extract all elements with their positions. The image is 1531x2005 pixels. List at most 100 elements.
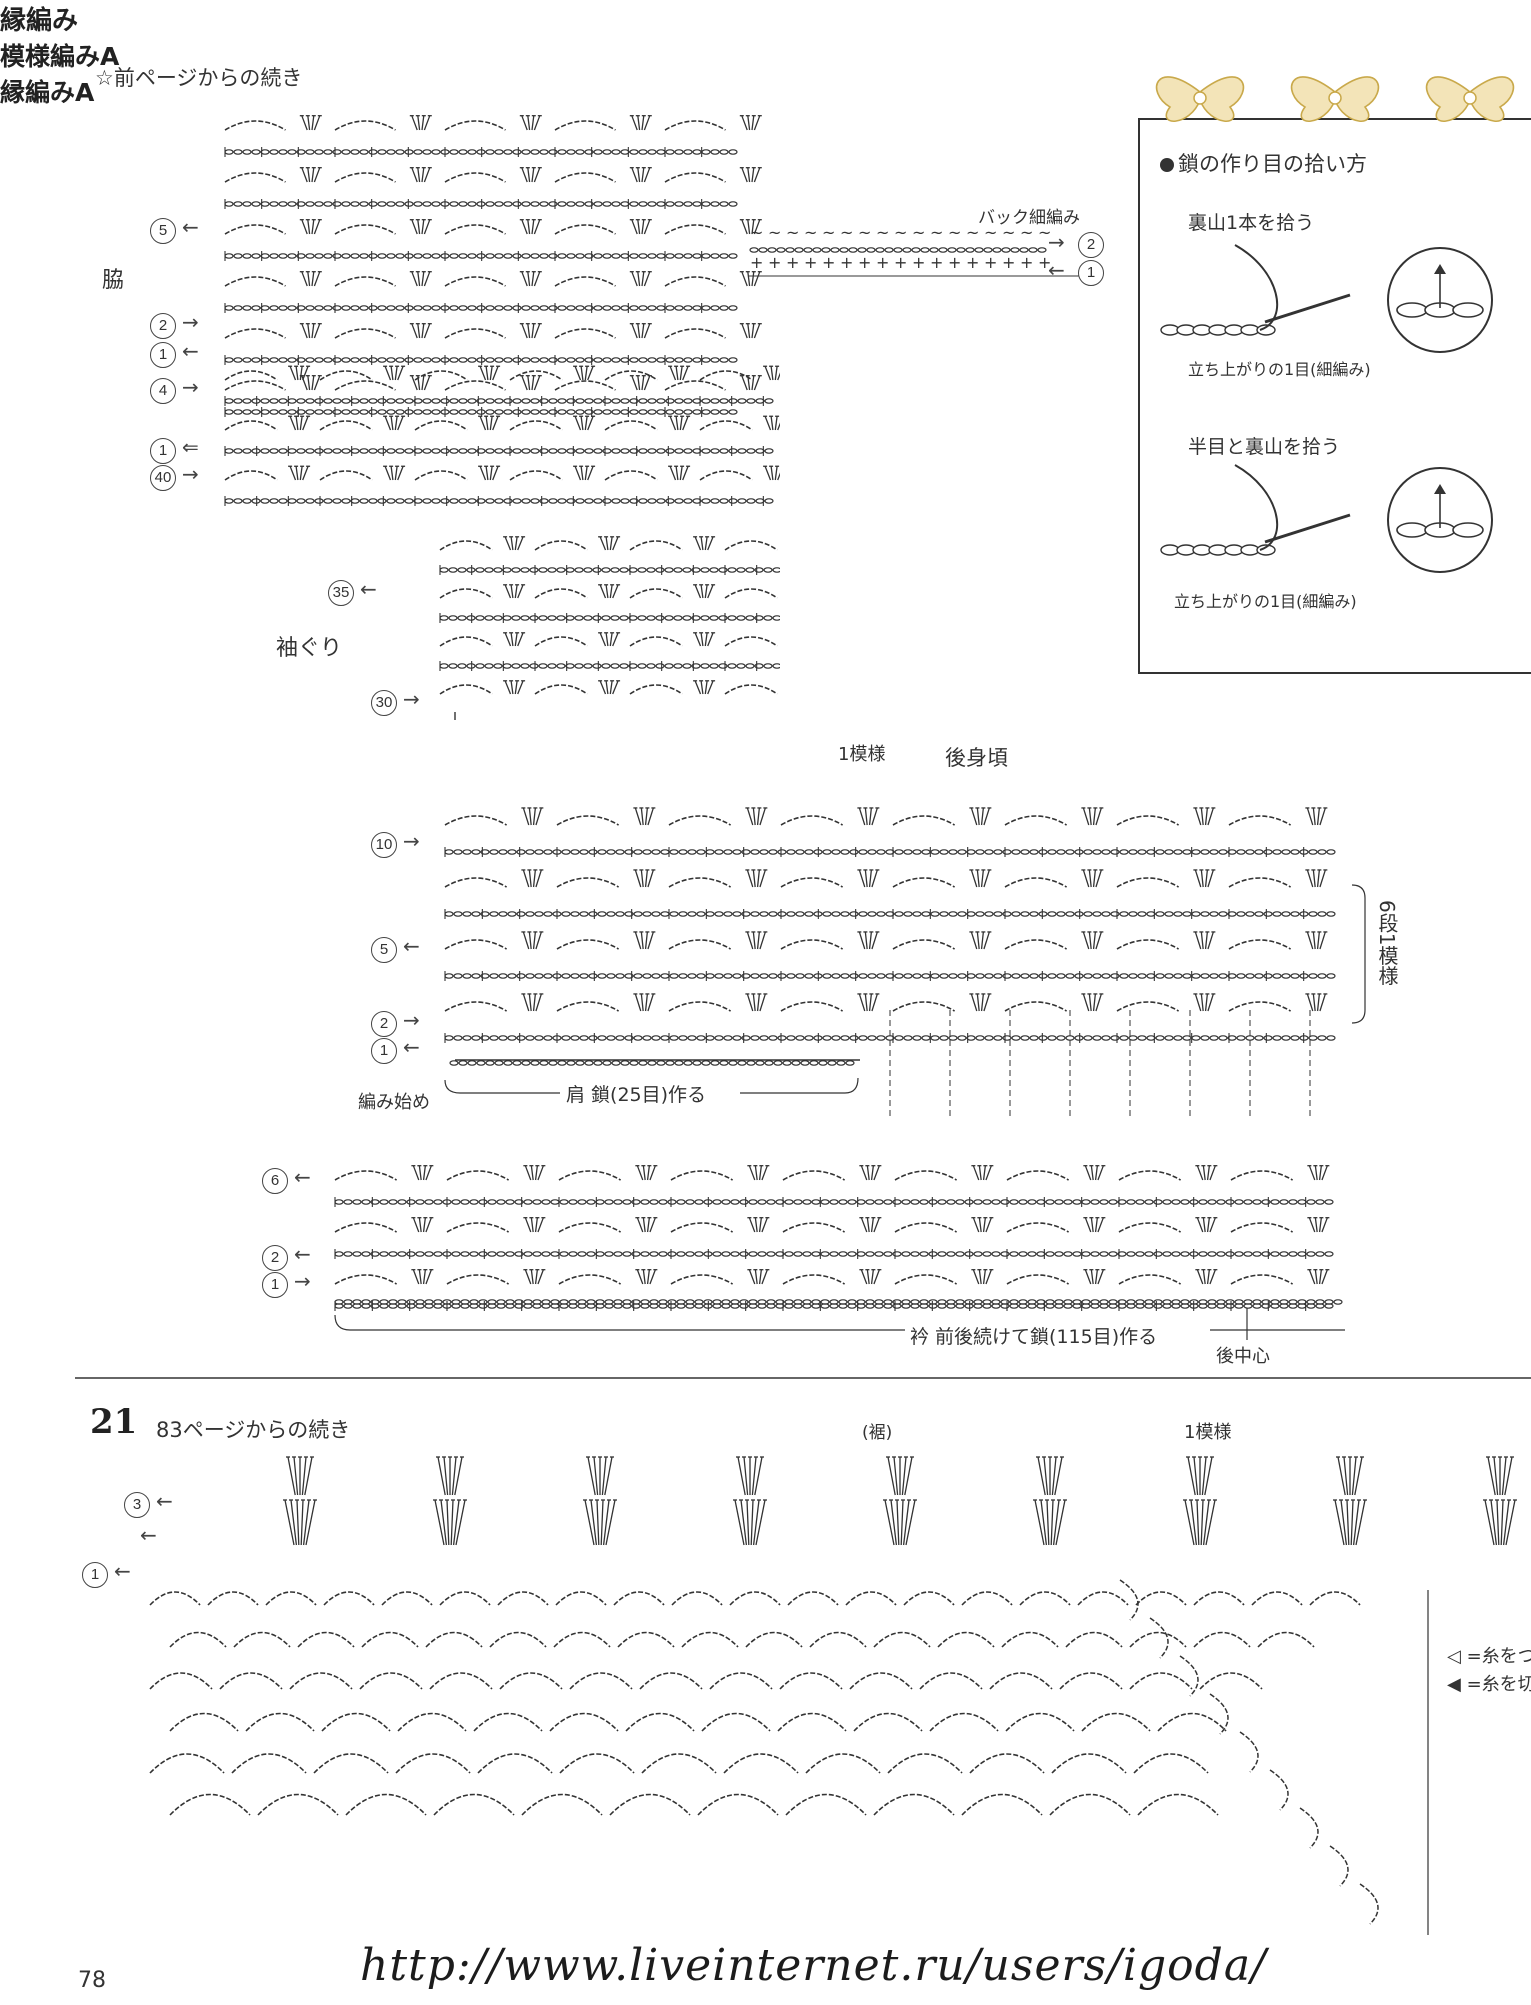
chain-stitch [628, 567, 638, 573]
chain-stitch [696, 849, 706, 855]
chain-stitch [368, 448, 378, 454]
double-crochet-stitch [301, 115, 308, 131]
chain-stitch [831, 1035, 841, 1041]
double-crochet-stitch [521, 323, 528, 339]
chain-stitch [424, 1199, 434, 1205]
chain-stitch [795, 911, 805, 917]
chain-stitch [413, 253, 423, 259]
chain-stitch [723, 1035, 733, 1041]
double-crochet-stitch [871, 807, 878, 826]
chain-stitch [451, 1199, 461, 1205]
double-crochet-stitch [631, 375, 638, 391]
double-crochet-stitch [641, 271, 645, 287]
chain-stitch [496, 1199, 506, 1205]
chain-stitch [314, 305, 324, 311]
chain-stitch [539, 201, 549, 207]
chain-stitch [1324, 1299, 1334, 1305]
double-crochet-stitch [1206, 1217, 1211, 1233]
double-crochet-stitch [307, 167, 311, 183]
chain-stitch [532, 1251, 542, 1257]
chain-arch [664, 224, 726, 235]
chain-stitch [458, 448, 468, 454]
chain-stitch [460, 1299, 470, 1305]
chain-stitch [754, 567, 764, 573]
double-crochet-stitch [504, 536, 512, 551]
double-crochet-stitch [976, 869, 980, 888]
chain-arch [425, 1631, 483, 1648]
chain-stitch [1290, 973, 1300, 979]
chain-stitch [611, 1060, 621, 1066]
double-crochet-stitch [418, 1269, 422, 1285]
section-one-repeat: 1模様 [1184, 1422, 1232, 1443]
double-crochet-stitch [612, 632, 619, 647]
chain-stitch [1155, 973, 1165, 979]
chain-stitch [611, 305, 621, 311]
chain-stitch [831, 911, 841, 917]
chain-stitch [575, 448, 585, 454]
chain-stitch [352, 1251, 362, 1257]
chain-stitch [1002, 911, 1012, 917]
chain-stitch [1171, 1251, 1181, 1257]
chain-stitch [1002, 849, 1012, 855]
chain-stitch [547, 663, 557, 669]
chain-stitch [642, 1035, 652, 1041]
chain-stitch [413, 498, 423, 504]
chain-stitch [323, 498, 333, 504]
chain-stitch [991, 1251, 1001, 1257]
chain-stitch [296, 149, 306, 155]
chain-stitch [1225, 1199, 1235, 1205]
chain-stitch [818, 1060, 828, 1066]
chain-arch [554, 276, 616, 287]
chain-stitch [709, 615, 719, 621]
double-crochet-stitch [1505, 1499, 1516, 1546]
double-crochet-stitch [587, 366, 594, 381]
chain-stitch [1279, 1251, 1289, 1257]
chain-stitch [1081, 1199, 1091, 1205]
chain-stitch [829, 1251, 839, 1257]
chain-arch [231, 1753, 307, 1774]
chain-stitch [592, 615, 602, 621]
chain-stitch [732, 973, 742, 979]
chain-stitch [314, 409, 324, 415]
chain-stitch [422, 305, 432, 311]
chain-arch [444, 276, 506, 287]
double-crochet-stitch [1352, 1499, 1360, 1546]
chain-stitch [930, 911, 940, 917]
chain-stitch [359, 149, 369, 155]
row-marker-5: 5 [150, 218, 176, 244]
chain-stitch [476, 409, 486, 415]
chain-stitch [728, 201, 738, 207]
chain-arch [439, 588, 493, 599]
double-crochet-stitch [1502, 1499, 1510, 1546]
chain-stitch [602, 398, 612, 404]
chain-stitch [876, 911, 886, 917]
chain-stitch [287, 498, 297, 504]
chain-arch [558, 1274, 622, 1285]
chain-stitch [431, 398, 441, 404]
chain-stitch [739, 1251, 749, 1257]
chain-stitch [1063, 1251, 1073, 1257]
double-crochet-stitch [574, 466, 582, 481]
chain-stitch [1126, 1299, 1136, 1305]
double-crochet-stitch [1484, 1499, 1495, 1546]
chain-stitch [386, 149, 396, 155]
chain-stitch [1045, 1299, 1055, 1305]
chain-stitch [368, 149, 378, 155]
chain-stitch [323, 149, 333, 155]
chain-stitch [431, 201, 441, 207]
double-crochet-stitch [451, 1456, 457, 1496]
chain-stitch [388, 1299, 398, 1305]
chain-stitch [575, 498, 585, 504]
chain-arch [892, 1001, 956, 1012]
chain-stitch [631, 1251, 641, 1257]
chain-stitch [776, 247, 786, 253]
chain-stitch [397, 1251, 407, 1257]
double-crochet-stitch [751, 115, 755, 131]
chain-stitch [595, 1299, 605, 1305]
armhole-label: 袖ぐり [276, 636, 343, 661]
chain-stitch [1146, 1035, 1156, 1041]
chain-stitch [480, 1035, 490, 1041]
chain-stitch [656, 305, 666, 311]
chain-stitch [269, 357, 279, 363]
chain-stitch [811, 1199, 821, 1205]
